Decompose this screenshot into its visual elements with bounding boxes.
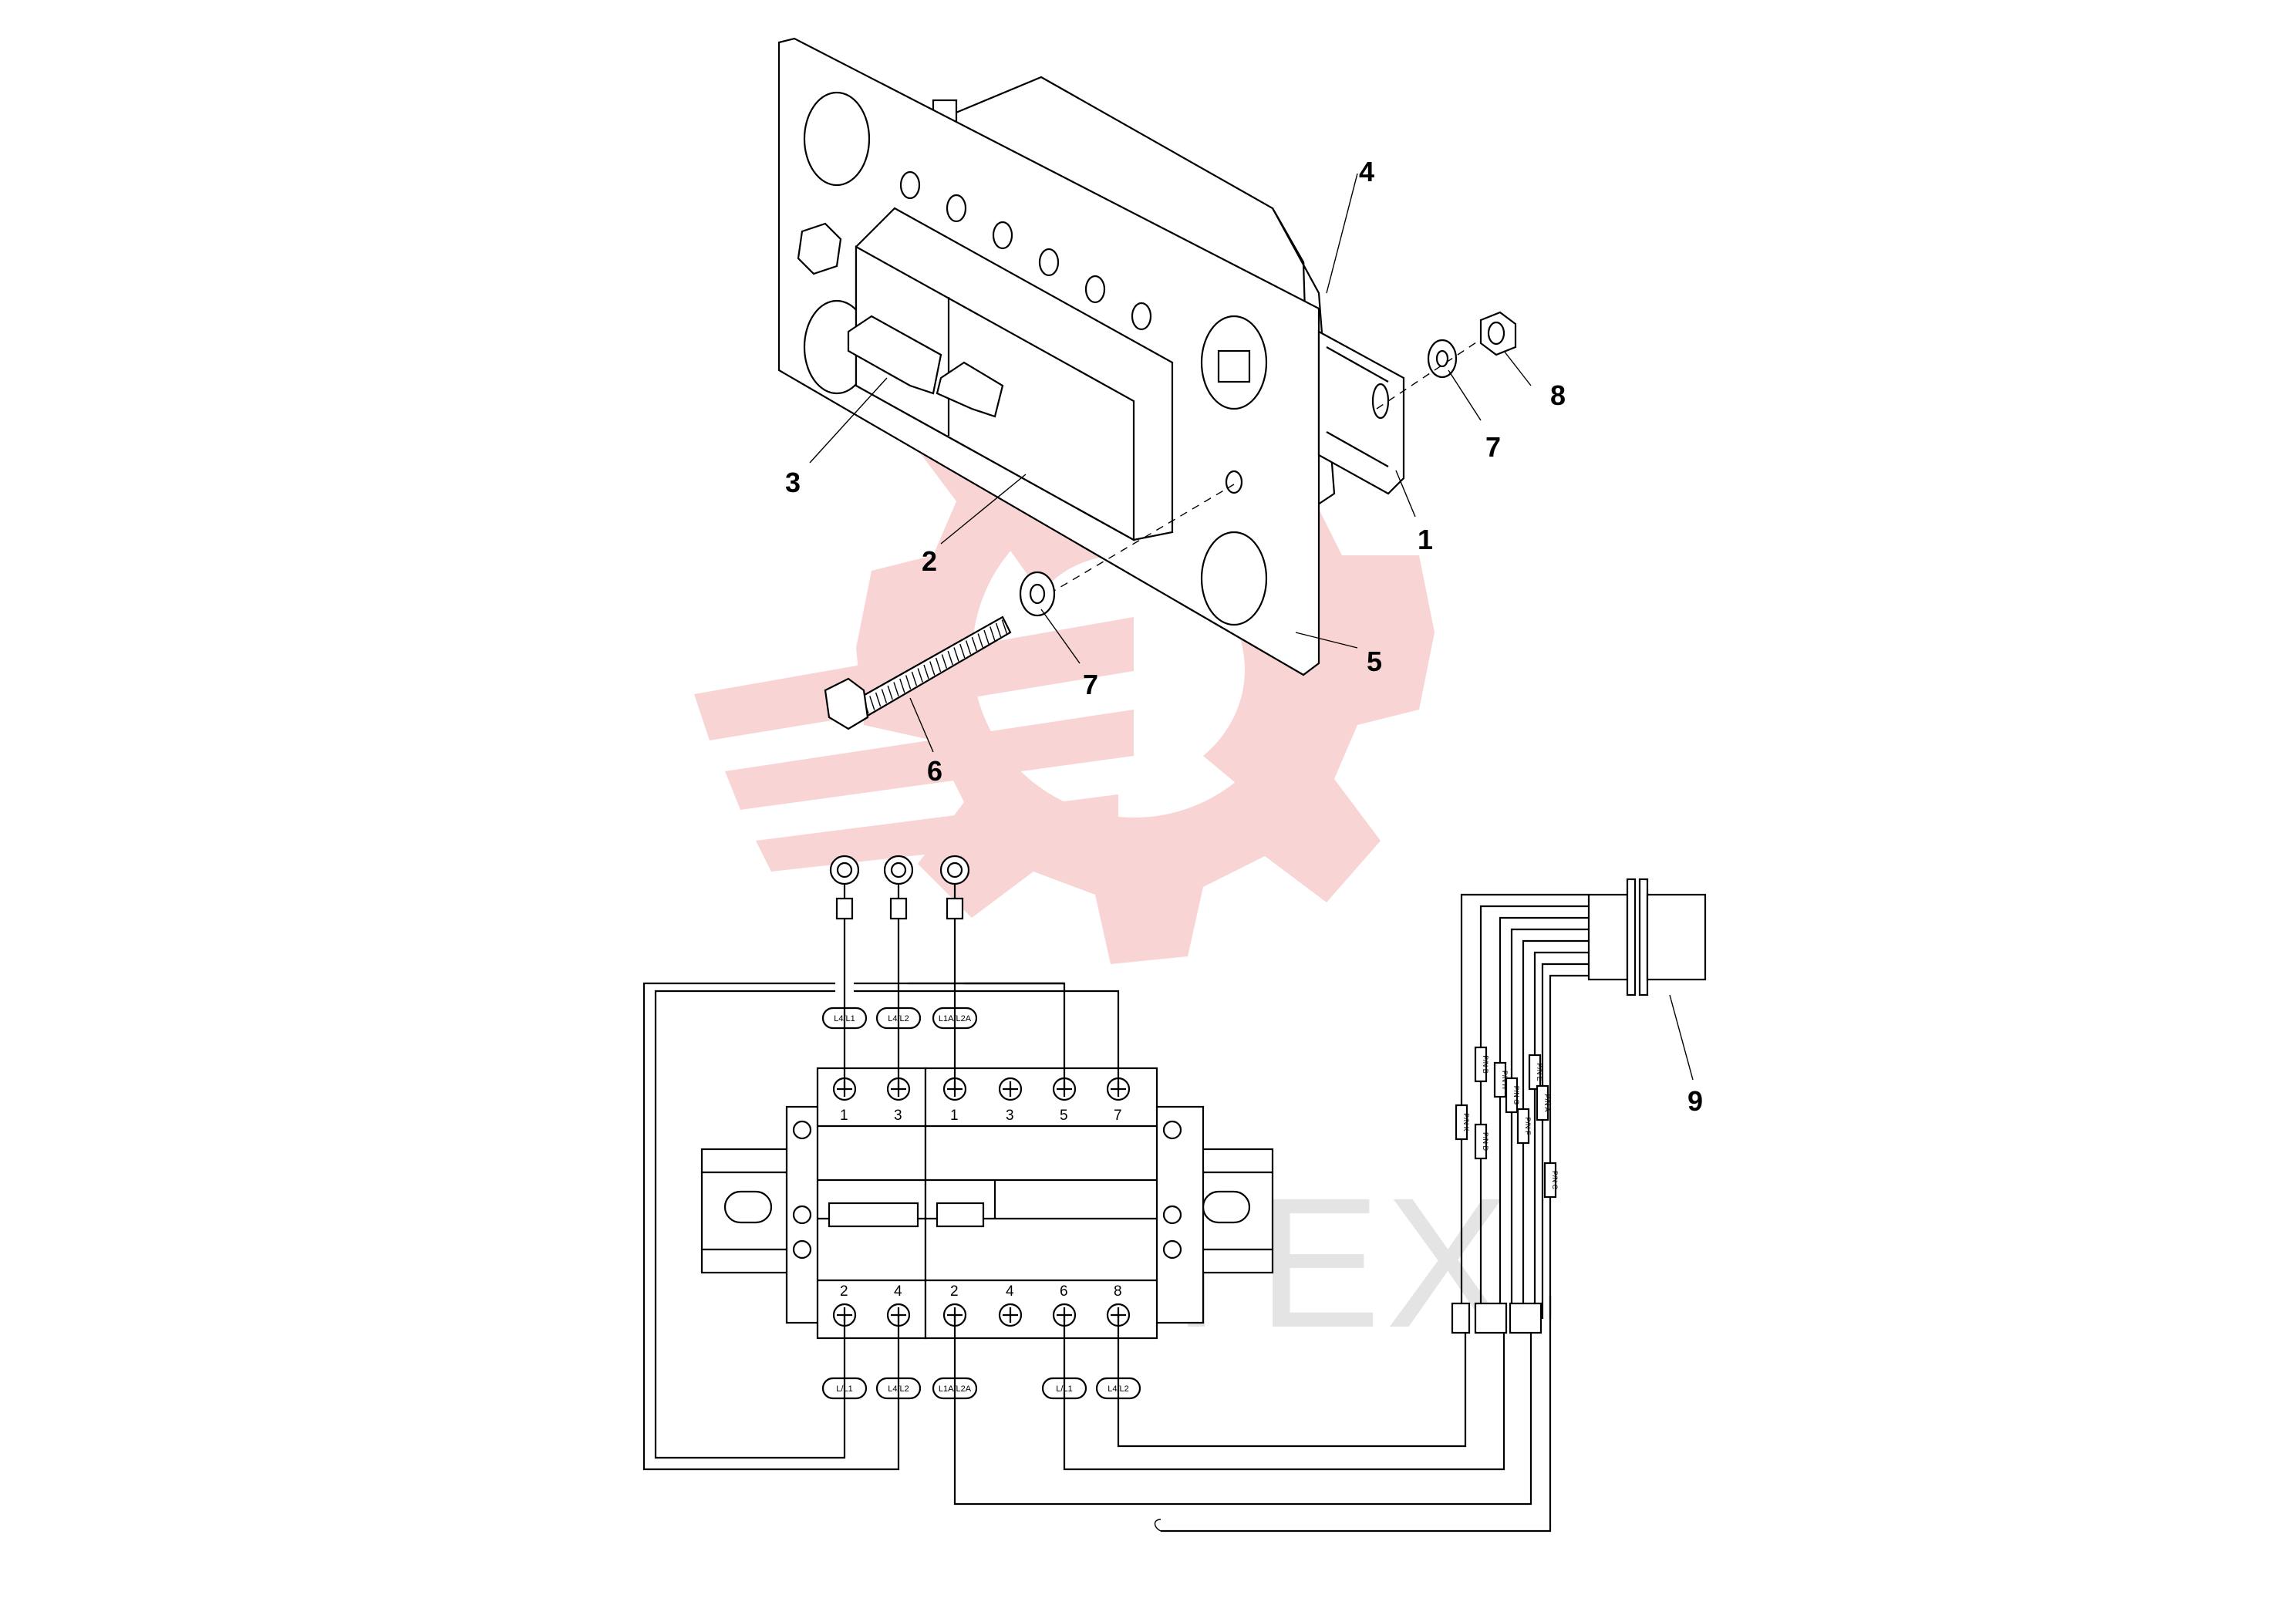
wire-marker-tag: P/N B xyxy=(1474,1046,1489,1083)
callout-7-left: 7 xyxy=(1083,669,1098,700)
callout-7-right: 7 xyxy=(1485,431,1501,463)
terminal-number: 1 xyxy=(840,1108,848,1124)
terminal-screw-icon xyxy=(998,1077,1023,1101)
wire-marker-tag: P/N K xyxy=(1455,1104,1470,1141)
wire-break xyxy=(1154,1519,1161,1532)
ring-lug-icon xyxy=(939,855,970,920)
breaker-handle xyxy=(847,315,942,395)
terminal-number: 7 xyxy=(1114,1108,1122,1124)
wire-marker-tag: P/N A xyxy=(1536,1084,1551,1121)
breaker-toggle xyxy=(936,1202,985,1228)
callout-4: 4 xyxy=(1359,156,1374,187)
svg-text:P/N H: P/N H xyxy=(1501,1071,1509,1089)
svg-text:P/N F: P/N F xyxy=(1524,1117,1532,1135)
wire-splice xyxy=(1451,1302,1471,1334)
bracket-edge xyxy=(1326,431,1389,467)
terminal-number: 4 xyxy=(894,1283,902,1300)
breaker-handle xyxy=(936,361,1004,418)
svg-text:P/N D: P/N D xyxy=(1482,1132,1489,1152)
svg-text:P/N A: P/N A xyxy=(1543,1094,1551,1111)
plate-hole xyxy=(803,91,871,187)
terminal-number: 6 xyxy=(1060,1283,1068,1300)
speed-stripe-2 xyxy=(725,710,1134,810)
leader-lines xyxy=(809,173,1532,753)
speed-stripe-3 xyxy=(756,794,1118,872)
axis-line xyxy=(1376,339,1482,410)
ring-lugs xyxy=(829,855,970,920)
terminal-number: 2 xyxy=(840,1283,848,1300)
plate-square-boss xyxy=(1217,349,1251,383)
svg-text:P/N G: P/N G xyxy=(1512,1086,1520,1105)
wire-marker-tag: P/N G xyxy=(1505,1077,1520,1114)
svg-text:P/N B: P/N B xyxy=(1482,1055,1489,1074)
din-bracket xyxy=(1317,330,1405,495)
callout-1: 1 xyxy=(1418,524,1433,555)
bracket-edge xyxy=(1326,346,1389,383)
leader-line xyxy=(1669,994,1694,1081)
callout-9: 9 xyxy=(1687,1085,1703,1117)
terminal-screw-icon xyxy=(998,1303,1023,1327)
ring-lug-icon xyxy=(883,855,914,920)
wire-marker-tag: P/N E xyxy=(1528,1054,1543,1091)
circular-connector-icon xyxy=(1587,878,1707,996)
wire-splice xyxy=(1509,1302,1542,1334)
wire-marker-tag: P/N F xyxy=(1516,1108,1532,1145)
wire-splice xyxy=(1474,1302,1508,1334)
svg-text:P/N E: P/N E xyxy=(1536,1063,1543,1081)
rail-slot xyxy=(1202,1190,1251,1224)
terminal-number: 5 xyxy=(1060,1108,1068,1124)
terminal-number: 4 xyxy=(1006,1283,1014,1300)
svg-text:P/N K: P/N K xyxy=(1462,1113,1470,1131)
terminal-number: 3 xyxy=(894,1108,902,1124)
callout-2: 2 xyxy=(922,545,937,577)
terminal-number: 8 xyxy=(1114,1283,1122,1300)
breaker-toggle xyxy=(828,1202,919,1228)
callout-3: 3 xyxy=(785,467,801,498)
callout-5: 5 xyxy=(1367,646,1382,677)
callout-8: 8 xyxy=(1550,379,1566,411)
ring-lug-icon xyxy=(829,855,860,920)
side-clips xyxy=(792,1120,1182,1259)
wire-marker-tag: P/N C xyxy=(1543,1162,1559,1199)
bolt-icon xyxy=(824,615,1012,730)
plate-hole xyxy=(1200,531,1268,626)
rail-slot xyxy=(723,1190,773,1224)
plate-small-holes xyxy=(899,170,1243,494)
terminal-number: 3 xyxy=(1006,1108,1014,1124)
terminal-number: 2 xyxy=(950,1283,959,1300)
wires xyxy=(642,893,1589,1533)
mounting-assembly: 4 8 7 3 1 2 5 7 6 xyxy=(777,37,1566,787)
plate-hex-nut xyxy=(797,222,842,275)
callout-6: 6 xyxy=(927,755,942,787)
terminal-number: 1 xyxy=(950,1108,959,1124)
wire-marker-tag: P/N D xyxy=(1474,1123,1489,1160)
svg-text:P/N C: P/N C xyxy=(1551,1171,1559,1190)
